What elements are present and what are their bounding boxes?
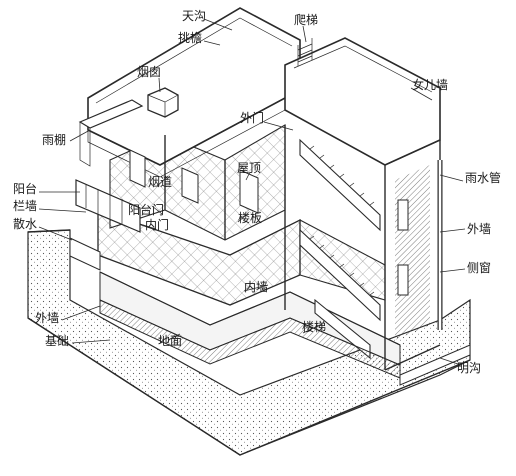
label-dimian: 地面 (158, 334, 182, 348)
label-tiaoyan: 挑檐 (178, 31, 202, 45)
ladder (297, 38, 313, 66)
apron (69, 237, 101, 271)
balcony (75, 179, 141, 233)
open-ditch (399, 344, 471, 386)
leader-lines (38, 18, 466, 365)
label-neimen: 内门 (145, 217, 169, 232)
label-wuding: 屋顶 (237, 161, 261, 175)
roof-left-wing (87, 7, 301, 178)
label-yandao: 烟道 (148, 175, 172, 189)
floor-slab-second (97, 209, 386, 306)
labels: 天沟 挑檐 烟囱 爬梯 女儿墙 外门 雨棚 屋顶 烟道 阳台 阳台门 栏墙 内门… (13, 9, 501, 375)
label-nvqiang: 女儿墙 (412, 77, 448, 92)
label-minggou: 明沟 (457, 361, 481, 375)
side-window-column (397, 199, 409, 296)
label-yushuiguan: 雨水管 (465, 170, 501, 185)
stair-tower (284, 37, 441, 371)
chimney (147, 87, 179, 118)
label-yangtai: 阳台 (13, 181, 37, 196)
label-tiangou: 天沟 (182, 9, 206, 23)
interior-walls-left (129, 125, 286, 310)
label-pati: 爬梯 (294, 13, 318, 27)
label-jichu: 基础 (45, 334, 69, 348)
label-yancong: 烟囱 (137, 65, 161, 79)
label-sanshui: 散水 (13, 216, 37, 231)
label-waimen: 外门 (240, 110, 264, 125)
canopy (78, 99, 144, 167)
ground-soil (27, 229, 471, 456)
label-louti: 楼梯 (302, 319, 326, 334)
label-louban: 楼板 (238, 210, 262, 225)
label-waiqiang-right: 外墙 (467, 222, 491, 236)
label-cechuang: 侧窗 (467, 261, 491, 275)
label-waiqiang-left: 外墙 (35, 311, 59, 325)
label-lanqiang: 栏墙 (13, 198, 37, 213)
label-yangtaimen: 阳台门 (128, 202, 164, 217)
label-yupeng: 雨棚 (42, 132, 66, 147)
label-neiqiang: 内墙 (244, 280, 268, 294)
